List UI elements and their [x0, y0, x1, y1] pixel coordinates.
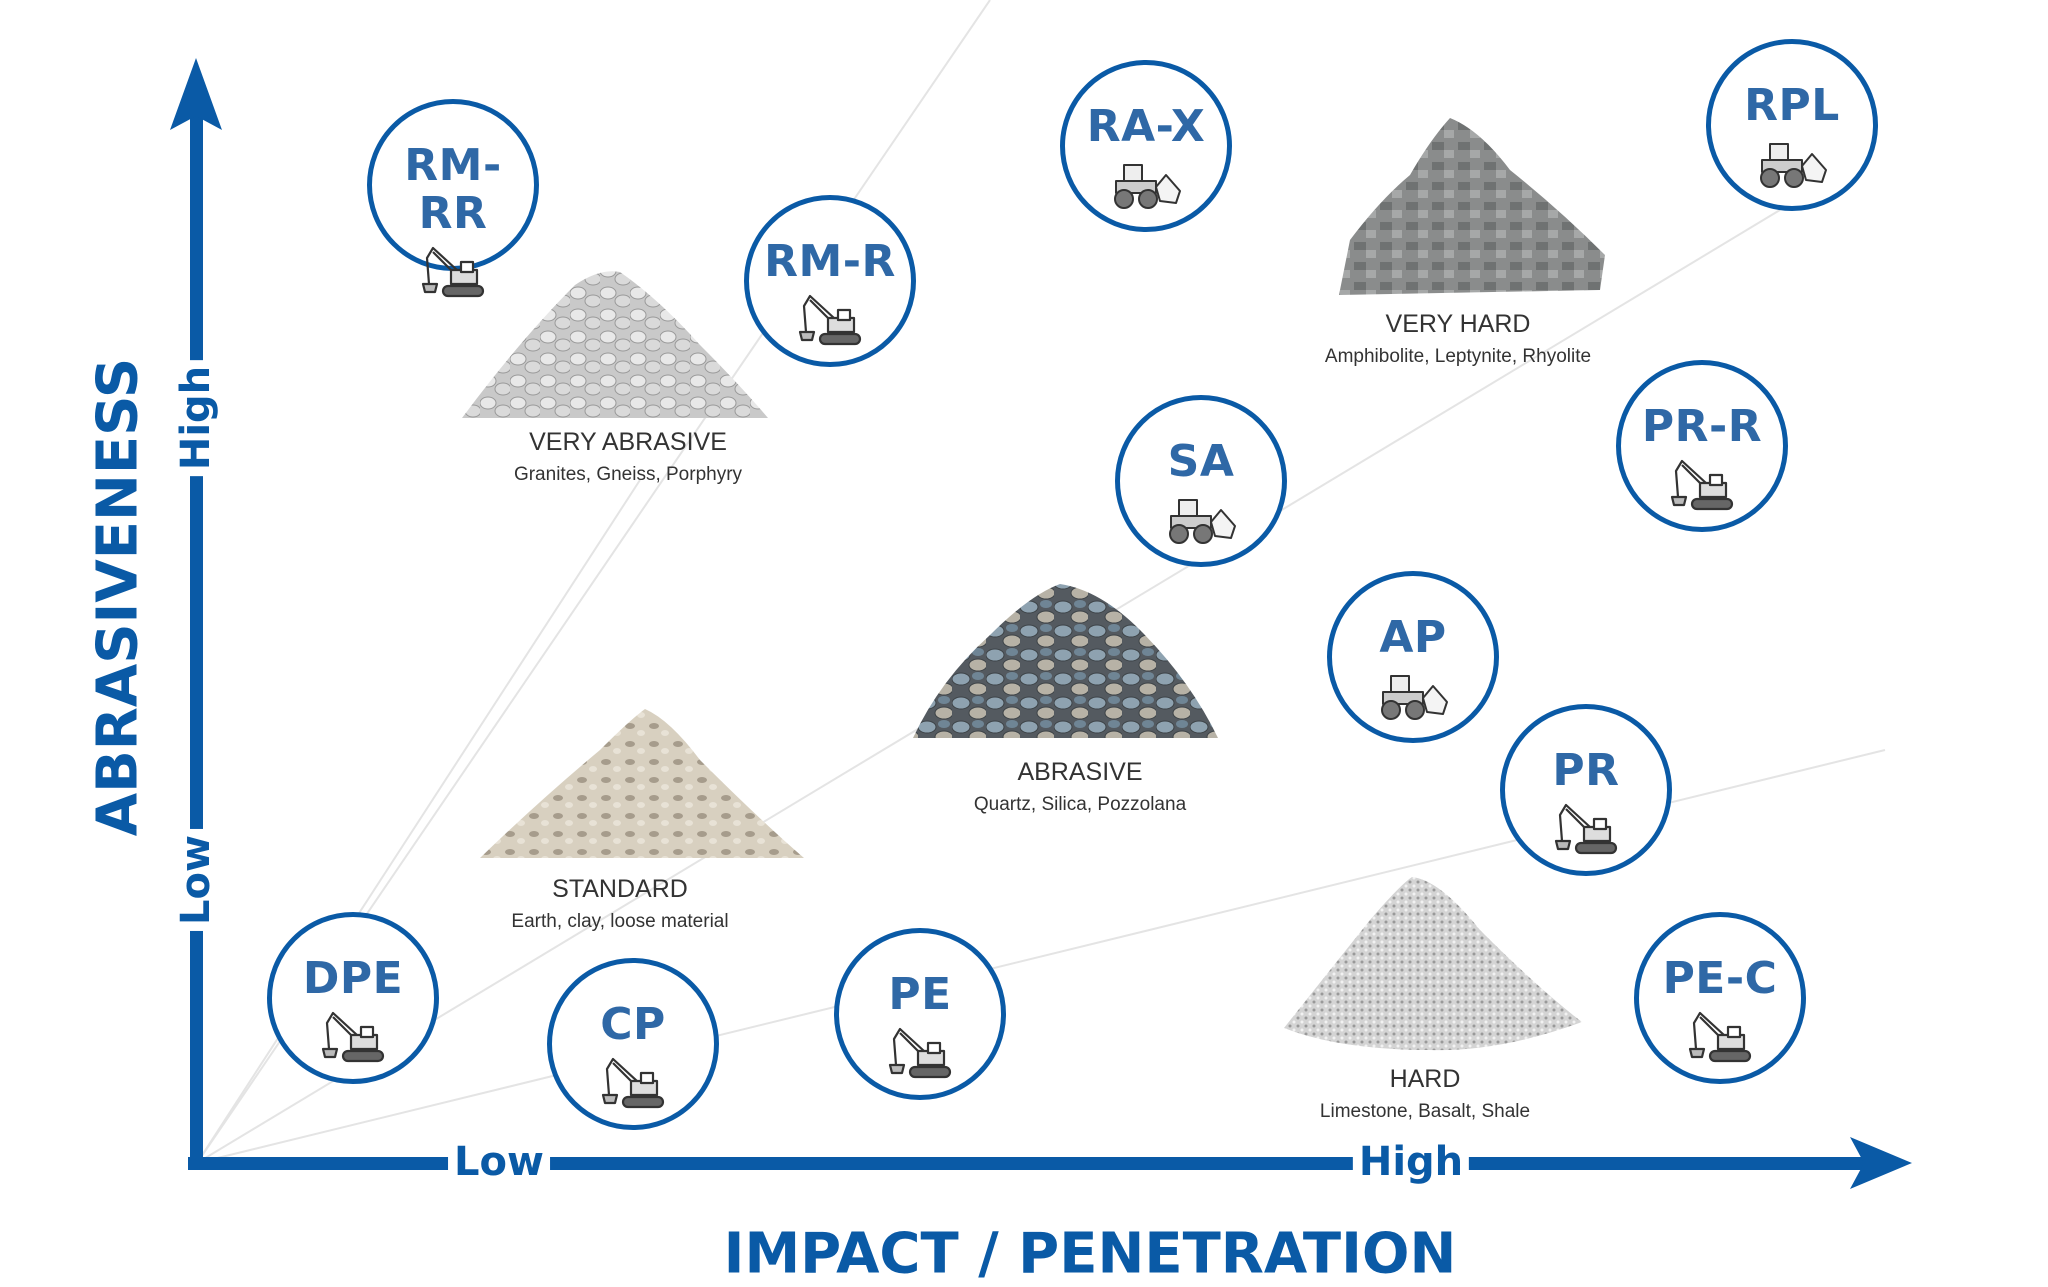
x-axis-line	[188, 1157, 1878, 1170]
excavator-icon	[597, 1055, 669, 1111]
tool-badge-rpl: RPL	[1706, 39, 1878, 211]
x-axis-low-label: Low	[448, 1140, 550, 1184]
material-name: ABRASIVE	[1017, 758, 1143, 786]
rock-pile-standard	[480, 709, 804, 858]
tool-code: RA-X	[1086, 101, 1206, 152]
excavator-icon	[1666, 457, 1738, 513]
tool-badge-rm-r: RM-R	[744, 195, 916, 367]
material-very-abrasive: VERY ABRASIVE Granites, Gneiss, Porphyry	[514, 427, 742, 487]
tool-code: PE	[888, 969, 952, 1020]
tool-code: CP	[600, 999, 666, 1050]
tool-badge-pe-c: PE-C	[1634, 912, 1806, 1084]
excavator-icon	[417, 244, 489, 300]
material-examples: Limestone, Basalt, Shale	[1319, 1101, 1531, 1122]
wheel-loader-icon	[1377, 668, 1449, 724]
tool-badge-pe: PE	[834, 928, 1006, 1100]
rock-pile-abrasive	[913, 584, 1218, 738]
tool-code: SA	[1167, 436, 1235, 487]
excavator-icon	[884, 1025, 956, 1081]
material-examples: Earth, clay, loose material	[511, 911, 729, 932]
y-axis-high-label: High	[173, 359, 219, 477]
tool-code: PR-R	[1641, 401, 1763, 452]
y-axis-arrowhead	[170, 58, 222, 130]
wheel-loader-icon	[1110, 157, 1182, 213]
excavator-icon	[1684, 1009, 1756, 1065]
material-very-hard: VERY HARD Amphibolite, Leptynite, Rhyolit…	[1325, 309, 1591, 369]
tool-badge-cp: CP	[547, 958, 719, 1130]
excavator-icon	[317, 1009, 389, 1065]
x-axis-high-label: High	[1352, 1140, 1470, 1184]
tool-badge-ap: AP	[1327, 571, 1499, 743]
wheel-loader-icon	[1165, 492, 1237, 548]
tool-code: DPE	[302, 953, 404, 1004]
rock-pile-very-hard	[1339, 118, 1605, 295]
material-name: VERY ABRASIVE	[529, 428, 727, 456]
rock-pile-hard	[1284, 877, 1582, 1051]
tool-badge-sa: SA	[1115, 395, 1287, 567]
material-hard: HARD Limestone, Basalt, Shale	[1320, 1064, 1530, 1124]
material-examples: Granites, Gneiss, Porphyry	[513, 464, 743, 485]
tool-code: PE-C	[1662, 953, 1778, 1004]
y-axis-low-label: Low	[173, 829, 219, 931]
rock-pile-very-abrasive	[462, 271, 768, 418]
tool-badge-pr: PR	[1500, 704, 1672, 876]
excavator-icon	[794, 292, 866, 348]
material-standard: STANDARD Earth, clay, loose material	[511, 874, 728, 934]
material-examples: Quartz, Silica, Pozzolana	[973, 794, 1187, 815]
tool-code: RM-RR	[404, 140, 502, 239]
material-name: VERY HARD	[1385, 310, 1531, 338]
y-axis-line	[190, 100, 203, 1170]
material-name: STANDARD	[552, 875, 688, 903]
tool-badge-dpe: DPE	[267, 912, 439, 1084]
tool-code: AP	[1379, 612, 1447, 663]
material-examples: Amphibolite, Leptynite, Rhyolite	[1324, 346, 1592, 367]
tool-badge-rm-rr: RM-RR	[367, 99, 539, 271]
tool-code: PR	[1552, 745, 1620, 796]
tool-code: RM-R	[764, 236, 896, 287]
wheel-loader-icon	[1756, 136, 1828, 192]
excavator-icon	[1550, 801, 1622, 857]
tool-badge-pr-r: PR-R	[1616, 360, 1788, 532]
x-axis-title: IMPACT / PENETRATION	[723, 1221, 1457, 1287]
tool-badge-ra-x: RA-X	[1060, 60, 1232, 232]
material-abrasive: ABRASIVE Quartz, Silica, Pozzolana	[974, 757, 1186, 817]
tool-code: RPL	[1744, 80, 1840, 131]
y-axis-title: ABRASIVENESS	[85, 357, 151, 837]
x-axis-arrowhead	[1850, 1137, 1912, 1189]
material-name: HARD	[1389, 1065, 1461, 1093]
